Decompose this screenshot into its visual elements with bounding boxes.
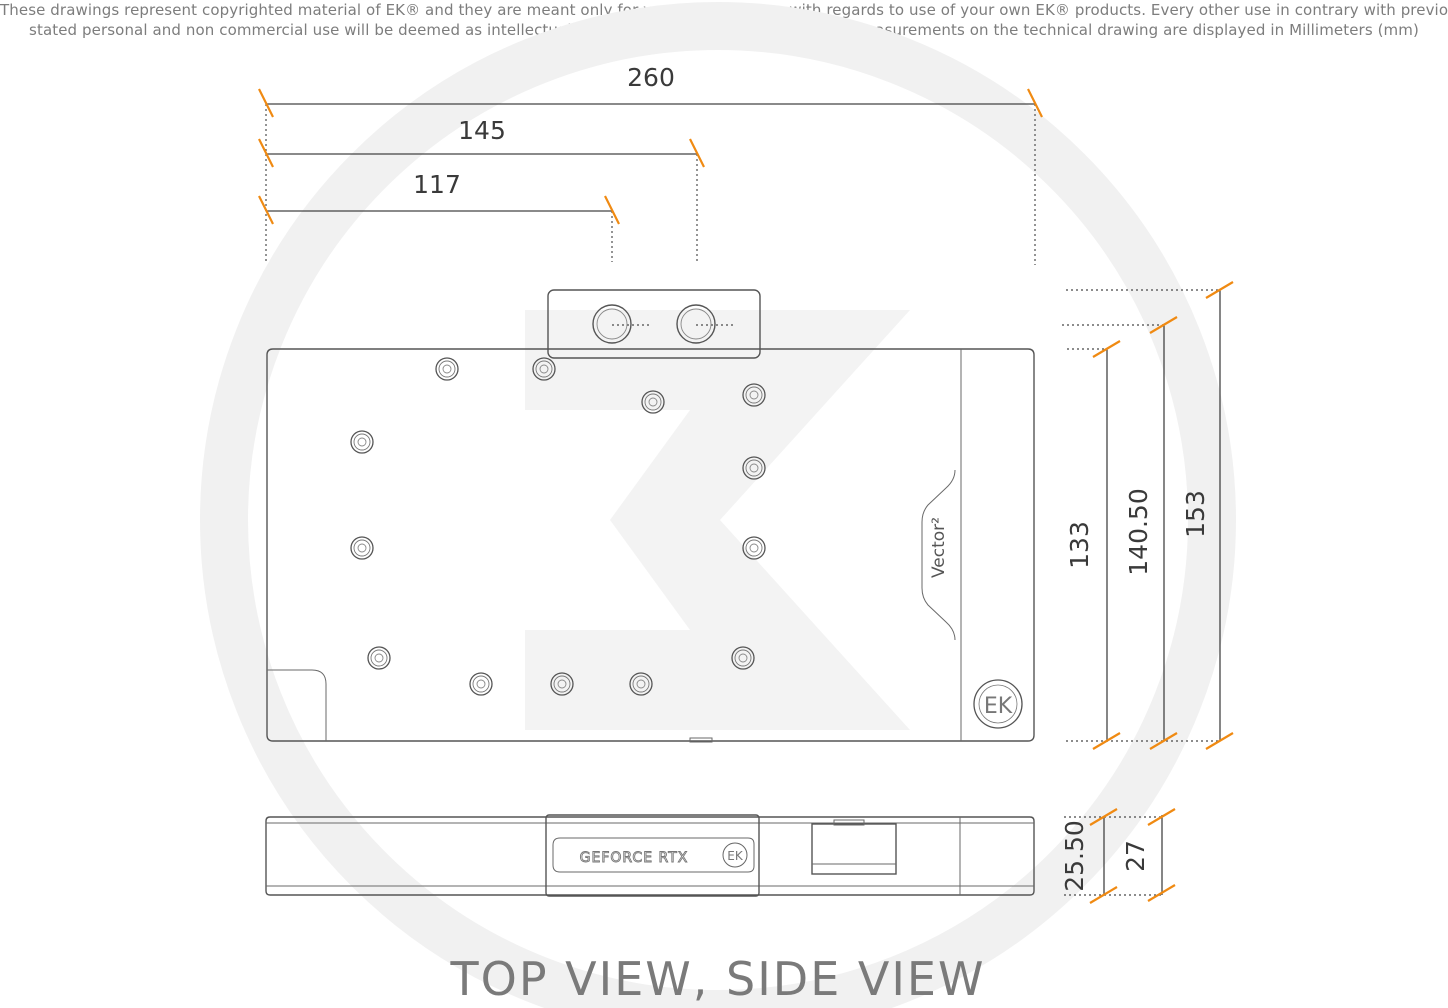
screw-icon (629, 672, 653, 696)
dimension-tick-mark (258, 195, 274, 225)
dimension-tick-mark (258, 88, 274, 118)
dim-width-117: 117 (413, 170, 461, 199)
dimension-tick-mark (1092, 340, 1121, 358)
dimension-tick-mark (258, 138, 274, 168)
dimension-tick-mark (1092, 732, 1121, 750)
fitting-port-1 (592, 304, 632, 344)
dim-height-153: 153 (1181, 490, 1210, 538)
ek-logo-icon: EK (973, 679, 1023, 729)
screw-icon (731, 646, 755, 670)
dimension-tick-mark (1147, 808, 1176, 826)
screw-icon (641, 390, 665, 414)
dimension-tick-mark (1089, 886, 1118, 904)
dim-thickness-25-50: 25.50 (1060, 820, 1089, 892)
fitting-port-2 (676, 304, 716, 344)
screw-icon (367, 646, 391, 670)
screw-group (350, 357, 766, 696)
screw-icon (469, 672, 493, 696)
side-ek-logo-icon: EK (722, 842, 748, 868)
dimension-tick-mark (1147, 884, 1176, 902)
screw-icon (350, 430, 374, 454)
geforce-rtx-badge: GEFORCE RTX (580, 850, 689, 866)
screw-icon (742, 383, 766, 407)
view-title: TOP VIEW, SIDE VIEW (450, 952, 986, 1006)
screw-icon (550, 672, 574, 696)
dimension-lines (258, 88, 1234, 904)
dim-width-260: 260 (627, 63, 675, 92)
screw-icon (435, 357, 459, 381)
ek-watermark-logo (200, 2, 1236, 1008)
dimension-tick-mark (1205, 281, 1234, 299)
side-body (265, 816, 1035, 896)
dimension-ticks (258, 88, 1234, 904)
terminal-side (811, 823, 897, 875)
dimension-tick-mark (604, 195, 620, 225)
main-plate (266, 348, 1035, 742)
screw-icon (350, 536, 374, 560)
model-label: Vector² (929, 517, 949, 578)
dimension-tick-mark (689, 138, 705, 168)
screw-icon (532, 357, 556, 381)
dimension-tick-mark (1149, 316, 1178, 334)
side-plate (545, 814, 760, 897)
dim-height-140-50: 140.50 (1124, 488, 1153, 575)
side-logo-text: EK (727, 849, 744, 863)
dim-height-133: 133 (1065, 521, 1094, 569)
dim-width-145: 145 (458, 116, 506, 145)
screw-icon (742, 536, 766, 560)
plate-logo-text: EK (984, 694, 1013, 719)
dimension-tick-mark (1149, 732, 1178, 750)
dimension-tick-mark (1205, 732, 1234, 750)
top-view: Vector² EK (266, 289, 1035, 743)
dimension-tick-mark (1089, 808, 1118, 826)
side-view: GEFORCE RTX EK (265, 814, 1035, 897)
screw-icon (742, 456, 766, 480)
dim-thickness-27: 27 (1121, 840, 1150, 872)
terminal-block (547, 289, 761, 359)
dimension-tick-mark (1027, 88, 1043, 118)
